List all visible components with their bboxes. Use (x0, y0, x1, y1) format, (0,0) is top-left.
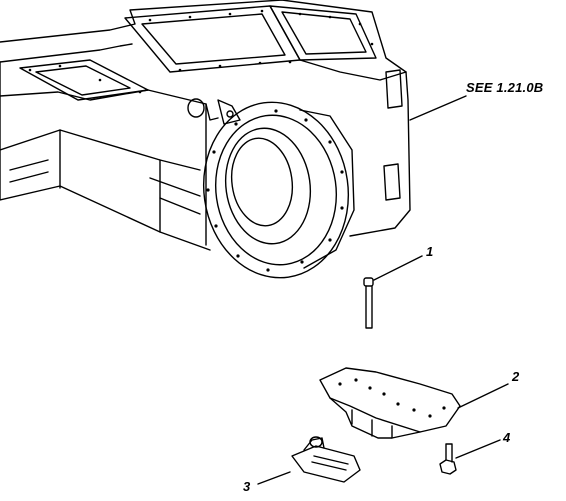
bracket-part-2 (319, 367, 509, 439)
bell-housing-flange (202, 101, 355, 279)
callout-2: 2 (512, 369, 520, 384)
callout-4: 4 (503, 430, 511, 445)
transmission-housing (0, 0, 411, 251)
clip-part-3 (257, 436, 361, 485)
callout-3: 3 (243, 479, 251, 494)
bolt-part-1 (363, 255, 423, 329)
reference-label: SEE 1.21.0B (466, 80, 544, 95)
bolt-part-4 (439, 439, 501, 475)
reference-leader (409, 95, 467, 121)
callout-1: 1 (426, 244, 434, 259)
